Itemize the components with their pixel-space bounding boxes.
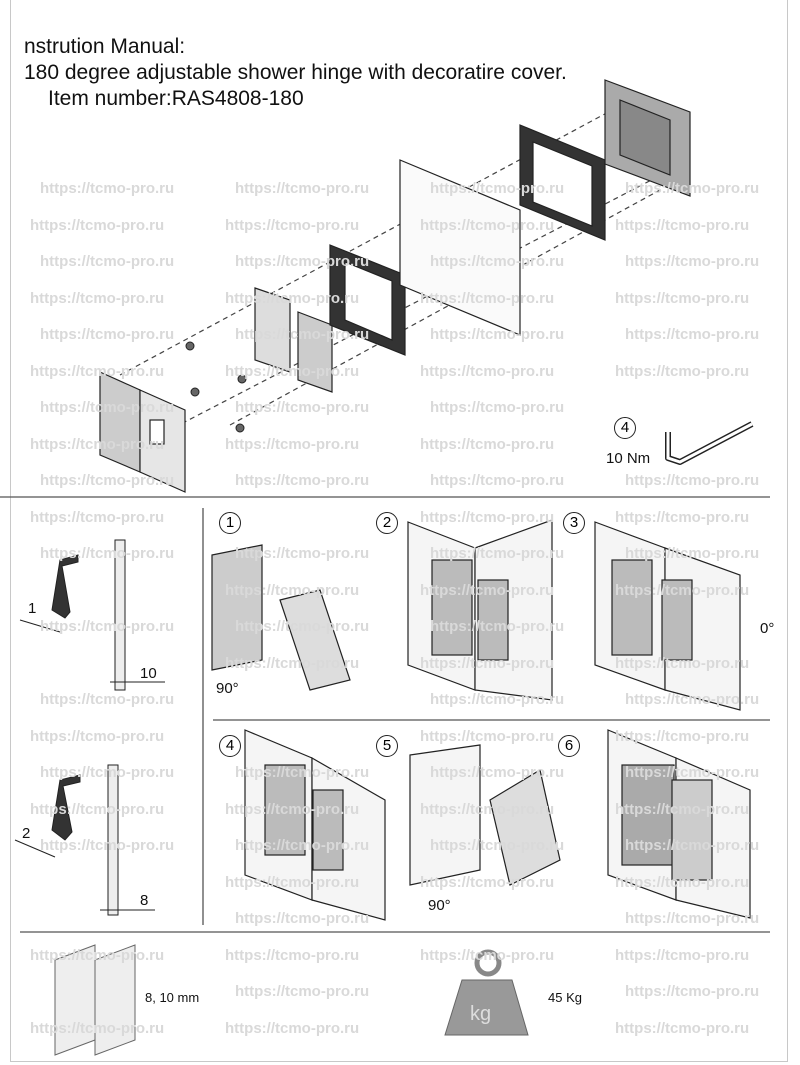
step-3-badge: 3	[563, 512, 585, 534]
manual-title: nstrution Manual:	[24, 35, 186, 58]
glass-thickness-10: 10	[140, 665, 157, 682]
step-2-badge: 2	[376, 512, 398, 534]
step-1-angle: 90°	[216, 680, 239, 697]
torque-label: 10 Nm	[606, 450, 651, 467]
weight-icon-text: kg	[470, 1003, 491, 1025]
screws	[185, 341, 247, 433]
product-description: 180 degree adjustable shower hinge with …	[24, 61, 567, 84]
section-dividers	[0, 496, 770, 933]
step-1-badge: 1	[219, 512, 241, 534]
step-drawings	[211, 519, 751, 921]
step-5-angle: 90°	[428, 897, 451, 914]
gasket-thin-diagram	[14, 764, 155, 916]
step-5-badge: 5	[376, 735, 398, 757]
max-weight-spec: 45 Kg	[548, 990, 582, 1005]
item-number: Item number:RAS4808-180	[48, 87, 304, 110]
step-4-badge-exploded: 4	[614, 417, 636, 439]
step-3-angle: 0°	[760, 620, 775, 637]
glass-thickness-spec: 8, 10 mm	[145, 990, 200, 1005]
glass-panels-icon	[54, 944, 136, 1056]
step-4-badge: 4	[219, 735, 241, 757]
page-frame	[10, 0, 788, 1062]
step-6-badge: 6	[558, 735, 580, 757]
weight-icon	[444, 949, 529, 1036]
gasket-thickness-1: 1	[28, 600, 37, 617]
exploded-assembly	[99, 79, 691, 493]
glass-thickness-8: 8	[140, 892, 149, 909]
gasket-thickness-2: 2	[22, 825, 31, 842]
gasket-thick-diagram	[19, 539, 165, 691]
